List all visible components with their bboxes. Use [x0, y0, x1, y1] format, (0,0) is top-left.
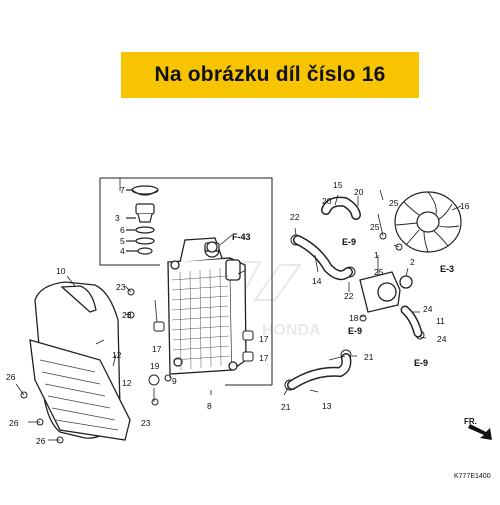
callout-26b: 26 [9, 418, 19, 428]
callout-8: 8 [207, 401, 212, 411]
front-label: FR. [464, 417, 477, 426]
callout-23a: 23 [116, 282, 126, 292]
callout-21a: 21 [281, 402, 291, 412]
callout-25c: 25 [374, 267, 384, 277]
callout-2: 2 [410, 257, 415, 267]
callout-23b: 23 [122, 310, 132, 320]
ref-e9-mid: E-9 [348, 326, 362, 336]
callout-15: 15 [333, 180, 343, 190]
ref-f43: F-43 [232, 232, 251, 242]
watermark-text: HONDA [262, 322, 321, 339]
diagram-code: K777E1400 [454, 473, 491, 480]
callout-10: 10 [56, 266, 66, 276]
radiator [167, 237, 247, 375]
exploded-box [99, 177, 273, 386]
filler-neck [204, 241, 220, 253]
cooling-fan [394, 191, 462, 253]
callout-18: 18 [349, 313, 359, 323]
callout-12a: 12 [112, 350, 122, 360]
callout-21b: 21 [364, 352, 374, 362]
callout-14: 14 [312, 276, 322, 286]
hose-13 [287, 353, 352, 390]
callout-4: 4 [120, 246, 125, 256]
callout-24b: 24 [437, 334, 447, 344]
pump-housing [359, 271, 413, 313]
ref-e9-top: E-9 [342, 237, 356, 247]
callout-26a: 26 [6, 372, 16, 382]
callout-13: 13 [322, 401, 332, 411]
callout-20a: 20 [354, 187, 364, 197]
callout-5: 5 [120, 236, 125, 246]
callout-17b: 17 [259, 334, 269, 344]
hose-14 [293, 235, 353, 281]
radiator-cap-stack [126, 185, 159, 255]
callout-16: 16 [460, 201, 470, 211]
callout-23c: 23 [141, 418, 151, 428]
leader-lines [15, 189, 462, 441]
callout-24a: 24 [423, 304, 433, 314]
ref-e3: E-3 [440, 264, 454, 274]
hose-11 [400, 305, 423, 338]
callout-9: 9 [172, 376, 177, 386]
section-references: F-43 E-9 E-9 E-3 E-9 [232, 232, 454, 368]
banner-text: Na obrázku díl číslo 16 [154, 63, 386, 86]
radiator-shroud [29, 281, 131, 441]
callout-22b: 22 [344, 291, 354, 301]
callout-1: 1 [374, 250, 379, 260]
callout-19: 19 [150, 361, 160, 371]
callout-17a: 17 [152, 344, 162, 354]
callout-3: 3 [115, 213, 120, 223]
callout-25b: 25 [370, 222, 380, 232]
callout-11: 11 [436, 316, 445, 326]
callout-6: 6 [120, 225, 125, 235]
callout-17c: 17 [259, 353, 269, 363]
ref-e9-right: E-9 [414, 358, 428, 368]
callout-26c: 26 [36, 436, 46, 446]
callout-7: 7 [120, 185, 125, 195]
callout-20b: 20 [322, 196, 332, 206]
hose-15 [321, 196, 361, 220]
callout-25a: 25 [389, 198, 399, 208]
callout-22a: 22 [290, 212, 300, 222]
part-banner: Na obrázku díl číslo 16 [121, 52, 419, 98]
callout-12b: 12 [122, 378, 132, 388]
callout-numbers: 1 2 3 4 5 6 7 8 9 10 11 12 12 13 14 15 1… [6, 180, 470, 446]
front-arrow-icon [468, 424, 492, 440]
